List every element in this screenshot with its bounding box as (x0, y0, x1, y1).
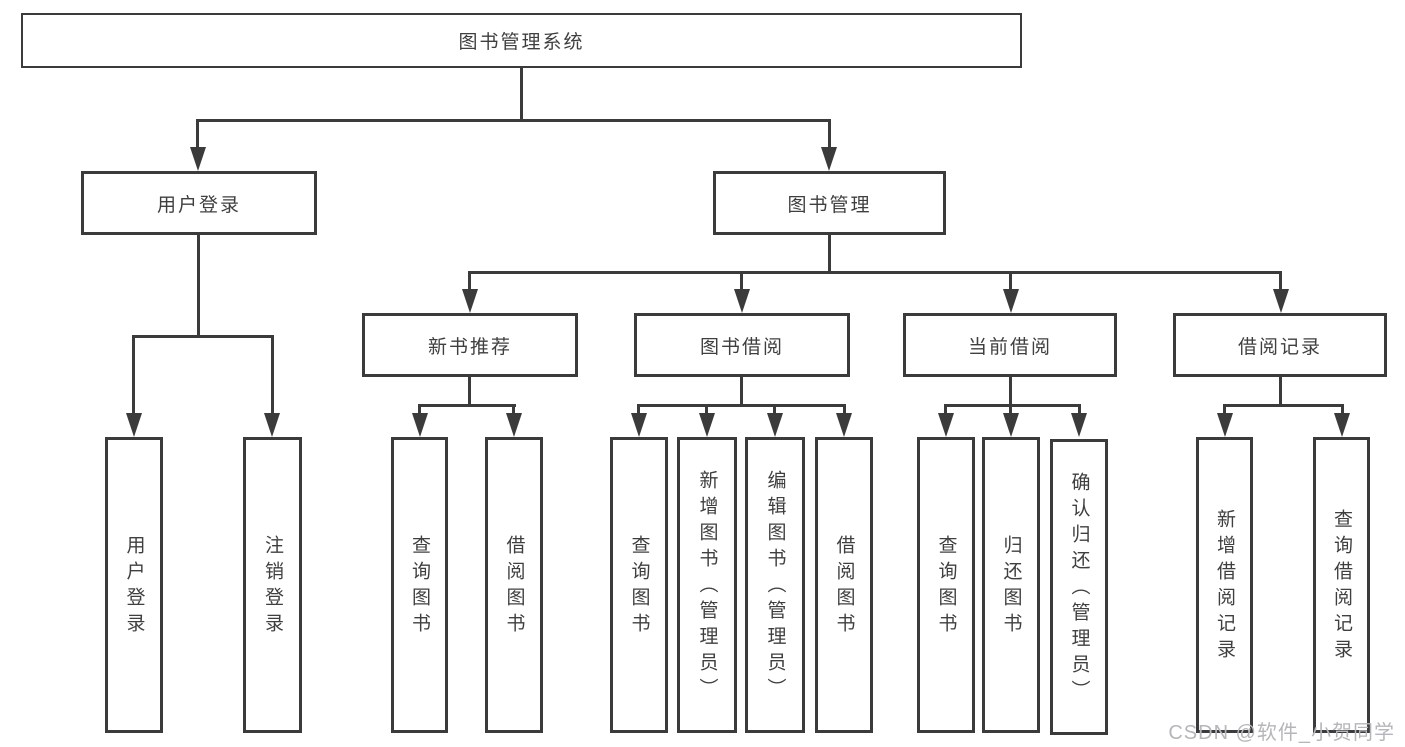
connector-shaft (773, 404, 776, 418)
connector-bus-level2 (468, 271, 1282, 274)
arrow-down-icon (1003, 413, 1019, 437)
leaf-query-books-borrowing: 查询图书 (610, 437, 668, 733)
leaf-add-book-admin: 新增图书（管理员） (677, 437, 737, 733)
leaf-query-borrow-record: 查询借阅记录 (1313, 437, 1370, 733)
leaf-query-books-recommend: 查询图书 (391, 437, 448, 733)
connector-shaft (944, 404, 947, 418)
arrow-down-icon (412, 413, 428, 437)
arrow-down-icon (190, 147, 206, 171)
connector-drop (1009, 377, 1012, 407)
connector-shaft (1078, 404, 1081, 418)
leaf-edit-book-admin: 编辑图书（管理员） (745, 437, 805, 733)
connector-shaft (828, 119, 831, 151)
arrow-down-icon (1217, 413, 1233, 437)
node-book-management: 图书管理 (713, 171, 946, 235)
arrow-down-icon (767, 413, 783, 437)
leaf-borrow-books-recommend: 借阅图书 (485, 437, 543, 733)
connector-shaft (1223, 404, 1226, 418)
node-current-borrowing: 当前借阅 (903, 313, 1117, 377)
connector-shaft (740, 271, 743, 293)
node-borrowing-records: 借阅记录 (1173, 313, 1387, 377)
leaf-user-login: 用户登录 (105, 437, 163, 733)
arrow-down-icon (506, 413, 522, 437)
connector-bus-userlogin (132, 335, 274, 338)
arrow-down-icon (699, 413, 715, 437)
connector-bus-current (944, 404, 1081, 407)
node-new-book-recommend: 新书推荐 (362, 313, 578, 377)
arrow-down-icon (734, 289, 750, 313)
connector-shaft (196, 119, 199, 151)
connector-bookmgmt-drop (828, 235, 831, 273)
connector-shaft (512, 404, 515, 418)
arrow-down-icon (836, 413, 852, 437)
connector-root-drop (520, 68, 523, 120)
node-root: 图书管理系统 (21, 13, 1022, 68)
connector-bus-borrowing (637, 404, 846, 407)
leaf-confirm-return-admin: 确认归还（管理员） (1050, 439, 1108, 735)
node-user-login: 用户登录 (81, 171, 317, 235)
connector-shaft (637, 404, 640, 418)
leaf-query-books-current: 查询图书 (917, 437, 975, 733)
arrow-down-icon (938, 413, 954, 437)
arrow-down-icon (821, 147, 837, 171)
arrow-down-icon (1003, 289, 1019, 313)
connector-shaft (1341, 404, 1344, 418)
connector-shaft (1279, 271, 1282, 293)
connector-bus-records (1223, 404, 1344, 407)
connector-shaft (705, 404, 708, 418)
arrow-down-icon (462, 289, 478, 313)
arrow-down-icon (264, 413, 280, 437)
leaf-borrow-books-borrowing: 借阅图书 (815, 437, 873, 733)
leaf-add-borrow-record: 新增借阅记录 (1196, 437, 1253, 733)
node-book-borrowing: 图书借阅 (634, 313, 850, 377)
connector-shaft (1009, 271, 1012, 293)
arrow-down-icon (631, 413, 647, 437)
connector-shaft (418, 404, 421, 418)
connector-shaft (132, 335, 135, 417)
connector-shaft (468, 271, 471, 293)
connector-drop (468, 377, 471, 407)
connector-shaft (843, 404, 846, 418)
connector-shaft (1009, 404, 1012, 418)
arrow-down-icon (1334, 413, 1350, 437)
connector-bus-level1 (196, 119, 830, 122)
connector-drop (1279, 377, 1282, 407)
leaf-return-book: 归还图书 (982, 437, 1040, 733)
arrow-down-icon (1071, 413, 1087, 437)
arrow-down-icon (126, 413, 142, 437)
connector-userlogin-drop (197, 235, 200, 337)
connector-shaft (271, 335, 274, 417)
connector-bus-recommend (418, 404, 516, 407)
arrow-down-icon (1273, 289, 1289, 313)
leaf-logout: 注销登录 (243, 437, 302, 733)
connector-drop (740, 377, 743, 407)
